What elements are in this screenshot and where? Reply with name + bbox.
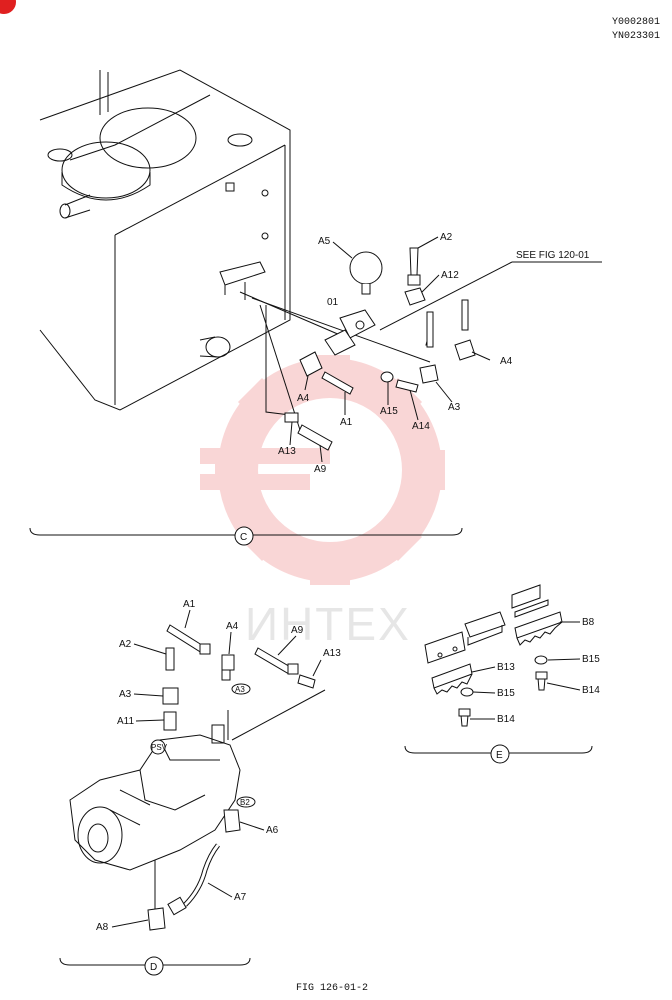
- label-c-01: 01: [327, 297, 339, 308]
- tag-d-a3: A3: [235, 685, 245, 694]
- label-c-a4-left: A4: [297, 393, 310, 404]
- label-d-a9: A9: [291, 625, 304, 636]
- label-d-a4: A4: [226, 621, 239, 632]
- section-e-parts: [424, 584, 563, 727]
- figure-label: FIG 126-01-2: [296, 983, 368, 994]
- label-e-b14-bottom: B14: [497, 714, 515, 725]
- label-see-fig: SEE FIG 120-01: [516, 250, 590, 261]
- section-d-parts: [147, 624, 316, 931]
- label-e-b15-bottom: B15: [497, 688, 515, 699]
- tag-d-b2: B2: [240, 798, 250, 807]
- watermark-text: ИНТЕХ: [245, 598, 411, 650]
- label-c-a15: A15: [380, 406, 398, 417]
- header-code-1: Y0002801: [612, 17, 660, 28]
- section-c-bracket: [29, 526, 463, 546]
- label-c-a5: A5: [318, 236, 331, 247]
- section-d-drawing: [69, 689, 326, 910]
- section-c-parts: [284, 247, 476, 451]
- label-d-a8: A8: [96, 922, 109, 933]
- label-c-a2: A2: [440, 232, 453, 243]
- section-c-drawing: [39, 69, 602, 431]
- section-e-leaders: [470, 621, 581, 720]
- label-d-a11: A11: [117, 716, 134, 727]
- label-e-b14-top: B14: [582, 685, 600, 696]
- section-d-marker: D: [150, 962, 157, 973]
- label-c-a1: A1: [340, 417, 353, 428]
- label-d-a2: A2: [119, 639, 132, 650]
- header-code-2: YN023301: [612, 31, 660, 42]
- label-d-a1: A1: [183, 599, 196, 610]
- label-e-b15-top: B15: [582, 654, 600, 665]
- label-c-a13: A13: [278, 446, 296, 457]
- label-c-a9: A9: [314, 464, 327, 475]
- label-e-b8: B8: [582, 617, 595, 628]
- label-d-a13: A13: [323, 648, 341, 659]
- label-c-a12: A12: [441, 270, 459, 281]
- label-d-a7: A7: [234, 892, 247, 903]
- section-e-bracket: [404, 744, 593, 764]
- label-c-a14: A14: [412, 421, 430, 432]
- corner-badge: [0, 0, 16, 14]
- section-d-leaders: [111, 609, 322, 928]
- label-e-b13: B13: [497, 662, 515, 673]
- label-c-a3: A3: [448, 402, 461, 413]
- label-c-a4-right: A4: [500, 356, 513, 367]
- section-e-marker: E: [496, 750, 503, 761]
- label-d-a3: A3: [119, 689, 132, 700]
- section-c-leaders: [289, 236, 491, 463]
- label-d-a6: A6: [266, 825, 279, 836]
- section-d-bracket: [59, 956, 251, 976]
- tag-d-psv: PSV: [151, 743, 168, 752]
- section-c-marker: C: [240, 532, 247, 543]
